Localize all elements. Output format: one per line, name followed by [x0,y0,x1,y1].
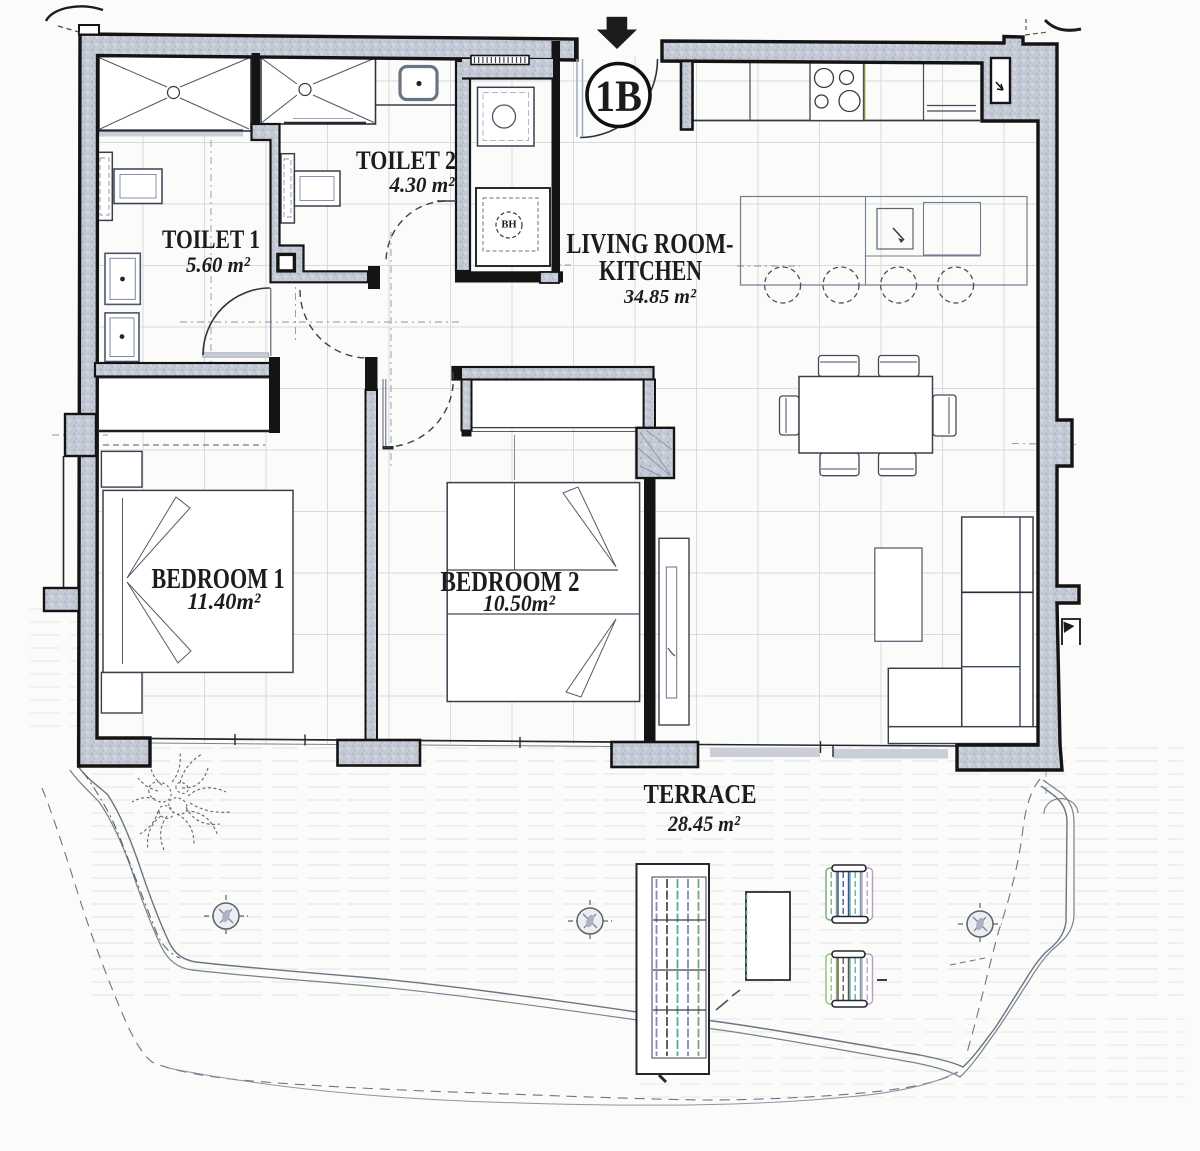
svg-text:BEDROOM 1: BEDROOM 1 [152,563,285,595]
svg-text:BEDROOM 2: BEDROOM 2 [441,566,580,598]
svg-text:TOILET 1: TOILET 1 [162,225,260,254]
svg-text:LIVING ROOM-: LIVING ROOM- [567,229,734,260]
svg-text:TERRACE: TERRACE [644,779,757,809]
svg-text:TOILET 2: TOILET 2 [356,146,456,175]
svg-text:1B: 1B [595,72,642,121]
svg-text:5.60 m²: 5.60 m² [186,252,250,277]
svg-text:KITCHEN: KITCHEN [599,256,702,287]
svg-text:34.85 m²: 34.85 m² [623,286,697,308]
svg-text:28.45 m²: 28.45 m² [667,811,740,836]
svg-text:4.30 m²: 4.30 m² [389,172,455,197]
svg-text:10.50m²: 10.50m² [483,591,556,616]
svg-text:BH: BH [501,220,516,231]
svg-text:11.40m²: 11.40m² [188,589,262,615]
